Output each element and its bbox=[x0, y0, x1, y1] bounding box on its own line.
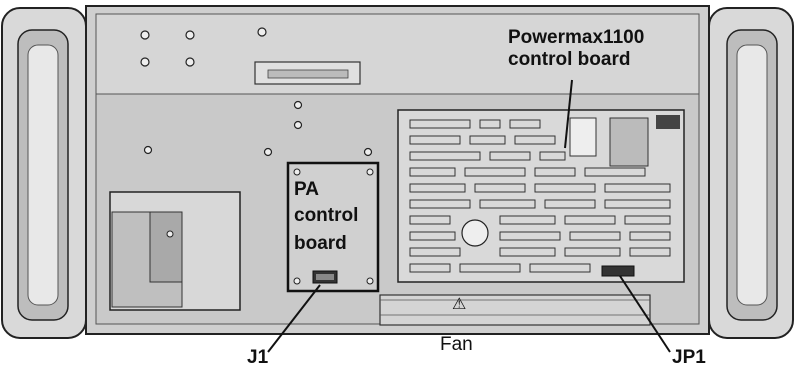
pa-control-board bbox=[286, 161, 380, 293]
pa-board-label-line1: PA bbox=[294, 179, 319, 200]
left-handle bbox=[1, 7, 87, 339]
leader-lines bbox=[267, 79, 671, 353]
j1-leader bbox=[267, 284, 321, 353]
pa-board-label-line3: board bbox=[294, 233, 347, 254]
main-board-label-line1: Powermax1100 bbox=[508, 27, 645, 48]
main-board-label-line2: control board bbox=[508, 49, 631, 70]
fan-label: Fan bbox=[440, 334, 473, 355]
jp1-leader bbox=[619, 275, 671, 353]
left-lower-component bbox=[109, 191, 241, 311]
pa-board-label-line2: control bbox=[294, 205, 359, 226]
warning-icon: ⚠ bbox=[452, 296, 467, 313]
main-board-leader bbox=[564, 79, 573, 149]
jp1-label: JP1 bbox=[672, 347, 706, 368]
right-handle bbox=[708, 7, 794, 339]
j1-label: J1 bbox=[247, 347, 269, 368]
powermax-control-board bbox=[397, 109, 685, 283]
